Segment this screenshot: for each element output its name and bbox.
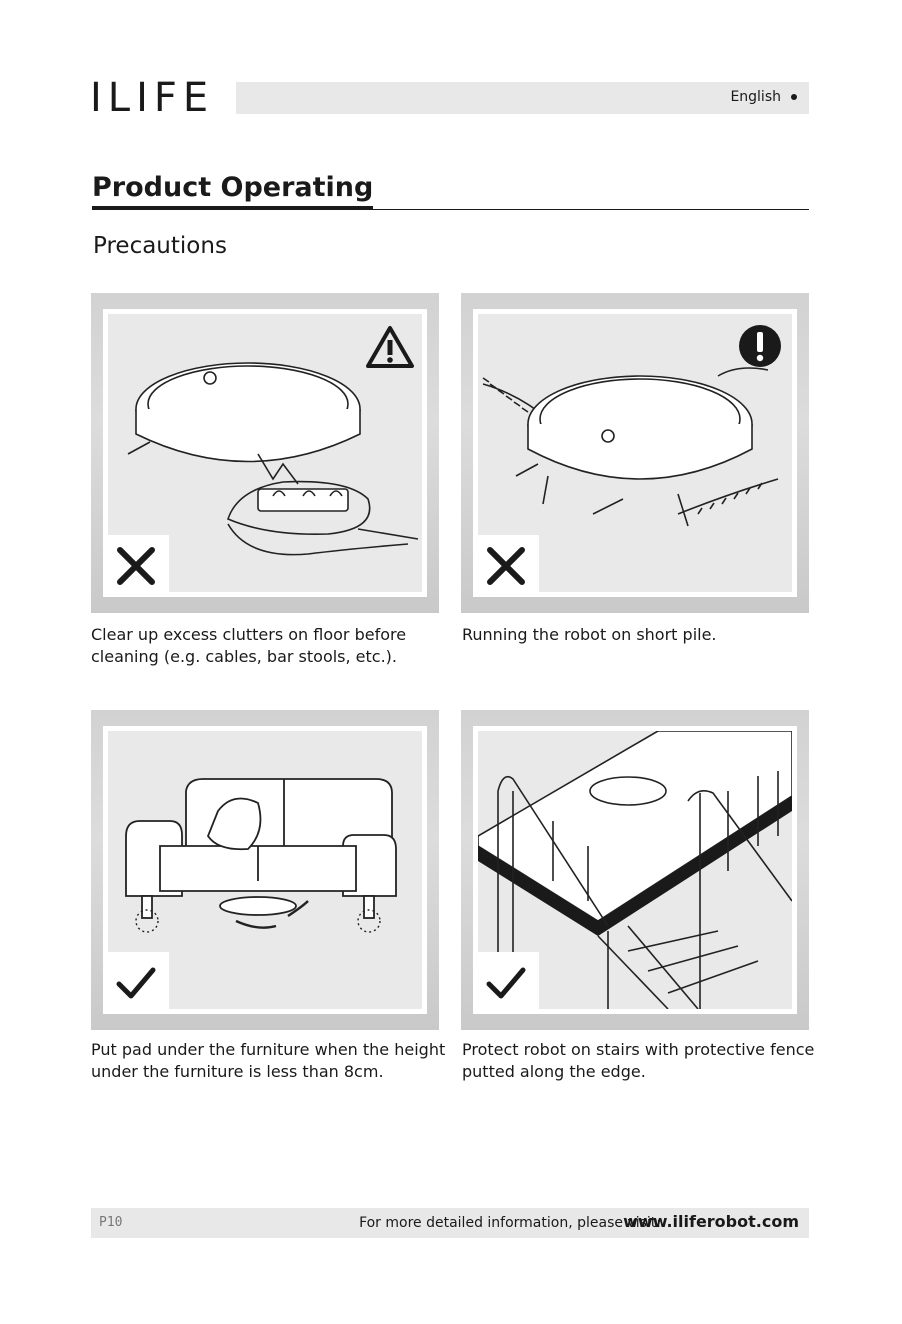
section-title: Product Operating	[92, 172, 374, 209]
exclamation-circle-icon	[739, 325, 781, 367]
precaution-panel-clutter	[91, 293, 439, 613]
ilife-logo: ILIFE	[90, 75, 215, 121]
check-mark-box	[473, 952, 539, 1014]
page-footer: P10 For more detailed information, pleas…	[91, 1208, 809, 1238]
panel-frame	[473, 726, 797, 1014]
footer-note: For more detailed information, please vi…	[359, 1215, 661, 1231]
sofa-illustration	[125, 778, 397, 933]
panel-frame	[103, 726, 427, 1014]
title-divider	[92, 209, 809, 210]
check-mark-box	[103, 952, 169, 1014]
precaution-caption: Put pad under the furniture when the hei…	[91, 1040, 446, 1081]
precaution-caption: Protect robot on stairs with protective …	[462, 1040, 815, 1081]
cross-icon	[487, 547, 525, 585]
cross-icon	[117, 547, 155, 585]
robot-rug-illustration	[482, 367, 779, 527]
check-icon	[116, 967, 156, 999]
illustration-sofa	[108, 731, 422, 1009]
website-link[interactable]: www.iliferobot.com	[623, 1212, 799, 1231]
robot-cables-illustration	[127, 362, 419, 556]
section-subtitle: Precautions	[93, 233, 227, 259]
panel-frame	[103, 309, 427, 597]
bullet-icon	[791, 94, 797, 100]
precaution-panel-short-pile	[461, 293, 809, 613]
language-indicator: English	[730, 89, 797, 105]
warning-triangle-icon	[366, 326, 414, 368]
panel-frame	[473, 309, 797, 597]
page-number: P10	[99, 1215, 123, 1230]
language-label: English	[730, 89, 781, 105]
stairs-illustration	[478, 731, 792, 1009]
cross-mark-box	[473, 535, 539, 597]
language-bar: English	[236, 82, 809, 114]
precaution-caption: Running the robot on short pile.	[462, 625, 717, 644]
precaution-caption: Clear up excess clutters on floor before…	[91, 625, 407, 666]
precaution-panel-stairs	[461, 710, 809, 1030]
check-icon	[486, 967, 526, 999]
cross-mark-box	[103, 535, 169, 597]
illustration-robot-rug	[478, 314, 792, 592]
precaution-panel-furniture	[91, 710, 439, 1030]
